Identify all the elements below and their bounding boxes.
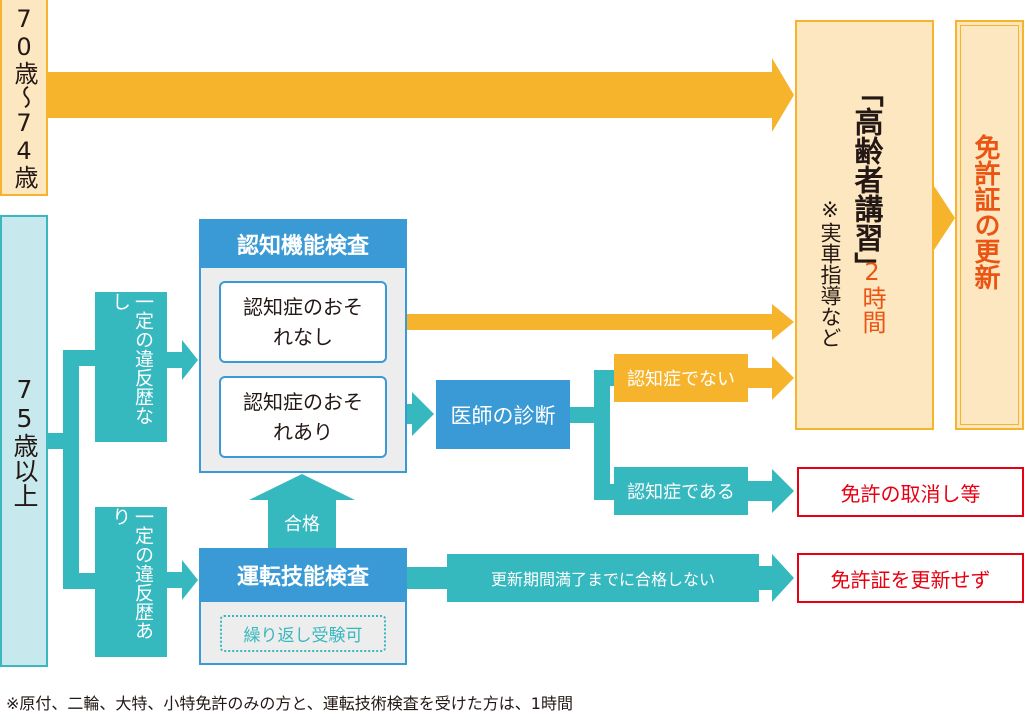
no-renewal-box: 免許証を更新せず [797, 553, 1024, 603]
driving-test-title: 運転技能検査 [199, 548, 407, 602]
violation-none-box: 一定の違反歴なし [95, 292, 167, 442]
arrow-violation-none [167, 340, 198, 380]
retry-allowed-note: 繰り返し受験可 [220, 615, 386, 652]
age-group-75-plus: 75歳以上 [0, 215, 48, 667]
age-group-70-74: 70歳〜74歳 [0, 0, 48, 196]
violation-some-box: 一定の違反歴あり [95, 507, 167, 657]
not-dementia-label: 認知症でない [627, 369, 735, 390]
senior-lecture-title: 「高齢者講習」 [850, 78, 884, 281]
arrow-fail [759, 554, 794, 602]
license-renewal-label: 免許証の更新 [970, 134, 1000, 290]
age-group-75-plus-label: 75歳以上 [10, 374, 39, 508]
license-revoke-box: 免許の取消し等 [797, 467, 1024, 517]
arrow-is-dementia [748, 469, 794, 513]
connector-vertical [63, 350, 79, 589]
license-renewal-box [955, 20, 1024, 430]
age-group-70-74-label: 70歳〜74歳 [10, 5, 38, 189]
violation-none-label: 一定の違反歴なし [109, 292, 154, 425]
is-dementia-label: 認知症である [627, 482, 735, 503]
result-no-risk-label: 認知症のおそれなし [243, 295, 363, 349]
arrow-violation-some [167, 560, 198, 600]
result-risk-label: 認知症のおそれあり [243, 390, 363, 444]
violation-some-label: 一定の違反歴あり [109, 507, 154, 640]
arrow-risk-to-doctor [387, 392, 434, 436]
arrow-not-dementia [748, 356, 794, 400]
result-no-risk-box: 認知症のおそれなし [219, 281, 387, 363]
license-renewal-inner-border [960, 25, 1019, 425]
fail-label: 更新期間満了までに合格しない [490, 570, 715, 589]
senior-lecture-note: ※実車指導など [818, 198, 842, 348]
result-risk-box: 認知症のおそれあり [219, 376, 387, 458]
arrow-young-to-lecture [48, 58, 794, 132]
arrow-pass [249, 474, 355, 548]
connector-75-stem [48, 433, 66, 449]
footnote: ※原付、二輪、大特、小特免許のみの方と、運転技術検査を受けた方は、1時間 [6, 694, 573, 713]
arrow-no-risk-to-lecture [387, 304, 794, 340]
senior-lecture-box [795, 20, 934, 430]
pass-label: 合格 [284, 514, 320, 535]
doctor-diagnosis-box: 医師の診断 [436, 380, 570, 449]
cognitive-test-title: 認知機能検査 [199, 219, 407, 268]
senior-lecture-hours: 2時間 [858, 258, 886, 334]
